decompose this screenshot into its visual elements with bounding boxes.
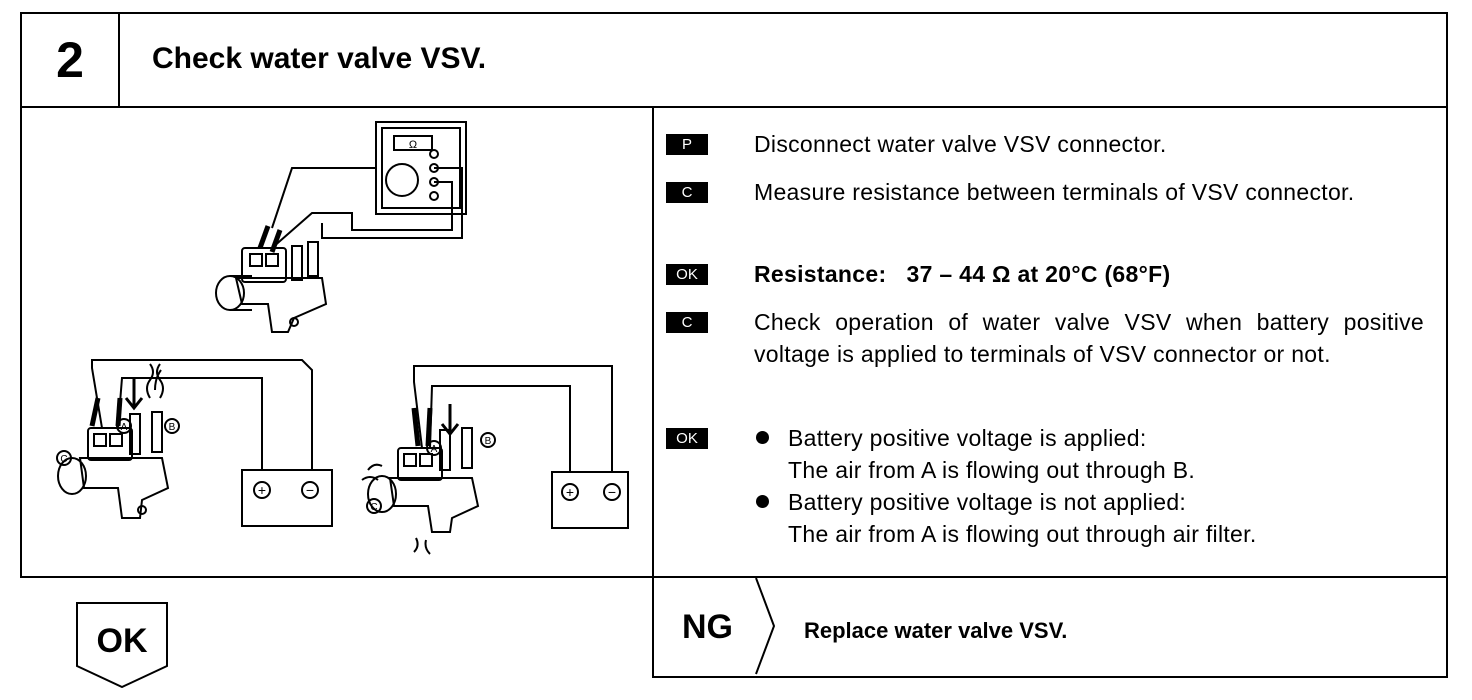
battery-icon-left: + − xyxy=(241,469,333,527)
air-filter-flow-icon xyxy=(361,463,431,555)
label-c-left: C xyxy=(60,454,67,465)
vsv-valve-top xyxy=(215,241,328,333)
meter-display: Ω xyxy=(409,139,417,151)
bullet-icon xyxy=(756,495,769,508)
battery-minus-left: − xyxy=(306,482,314,498)
meter-lead-3 xyxy=(271,167,376,229)
label-c-right: C xyxy=(370,502,377,513)
bullet-item: Battery positive voltage is not applied: xyxy=(754,486,1424,518)
label-a-right: A xyxy=(431,444,438,455)
ng-outcome: NG Replace water valve VSV. xyxy=(652,578,1448,678)
procedure-list: P Disconnect water valve VSV connector. … xyxy=(654,108,1448,578)
step-frame: 2 Check water valve VSV. Ω xyxy=(20,12,1448,578)
step-number: 2 xyxy=(22,14,120,106)
ok-result-list: Battery positive voltage is applied: The… xyxy=(754,422,1424,550)
arrow-a-icon xyxy=(124,378,144,411)
procedure-text: Measure resistance between terminals of … xyxy=(754,179,1355,205)
bullet-result: The air from A is flowing out through ai… xyxy=(788,521,1257,547)
battery-plus-left: + xyxy=(258,482,266,498)
ng-arrow-divider xyxy=(755,578,776,675)
label-b-right: B xyxy=(485,436,492,447)
tag-ok: OK xyxy=(666,264,708,285)
wiring-illustration: Ω xyxy=(22,108,654,578)
battery-plus-right: + xyxy=(566,484,574,500)
vsv-valve-right xyxy=(367,427,480,533)
procedure-text: Disconnect water valve VSV connector. xyxy=(754,131,1167,157)
step-header: 2 Check water valve VSV. xyxy=(22,14,1446,108)
arrow-a-right-icon xyxy=(440,404,460,437)
tag-check: C xyxy=(666,312,708,333)
ohmmeter-icon: Ω xyxy=(375,121,467,215)
step-title: Check water valve VSV. xyxy=(152,42,487,75)
battery-minus-right: − xyxy=(608,484,616,500)
bullet-result: The air from A is flowing out through B. xyxy=(788,457,1196,483)
resistance-spec: Resistance: 37 – 44 Ω at 20°C (68°F) xyxy=(754,261,1171,287)
meter-lead-2 xyxy=(271,181,453,249)
right-lead-neg xyxy=(413,365,613,472)
procedure-text: Check operation of water valve VSV when … xyxy=(754,309,1424,367)
tag-check: C xyxy=(666,182,708,203)
ng-action: Replace water valve VSV. xyxy=(804,618,1068,643)
bullet-icon xyxy=(756,431,769,444)
vsv-valve-left xyxy=(57,411,170,519)
tag-ok: OK xyxy=(666,428,708,449)
battery-icon-right: + − xyxy=(551,471,629,529)
ng-label: NG xyxy=(682,608,733,646)
bullet-condition: Battery positive voltage is applied: xyxy=(788,425,1147,451)
ok-arrow-shape xyxy=(76,602,168,688)
vsv-test-diagram: Ω xyxy=(56,121,629,555)
bullet-item: Battery positive voltage is applied: xyxy=(754,422,1424,454)
ok-outcome: OK xyxy=(76,602,168,688)
label-a-left: A xyxy=(121,422,128,433)
air-flow-icon xyxy=(146,363,164,399)
ok-label: OK xyxy=(96,622,148,660)
bullet-condition: Battery positive voltage is not applied: xyxy=(788,489,1187,515)
label-b-left: B xyxy=(169,422,176,433)
left-lead-neg xyxy=(91,359,313,470)
tag-prepare: P xyxy=(666,134,708,155)
meter-lead-1 xyxy=(321,167,463,239)
